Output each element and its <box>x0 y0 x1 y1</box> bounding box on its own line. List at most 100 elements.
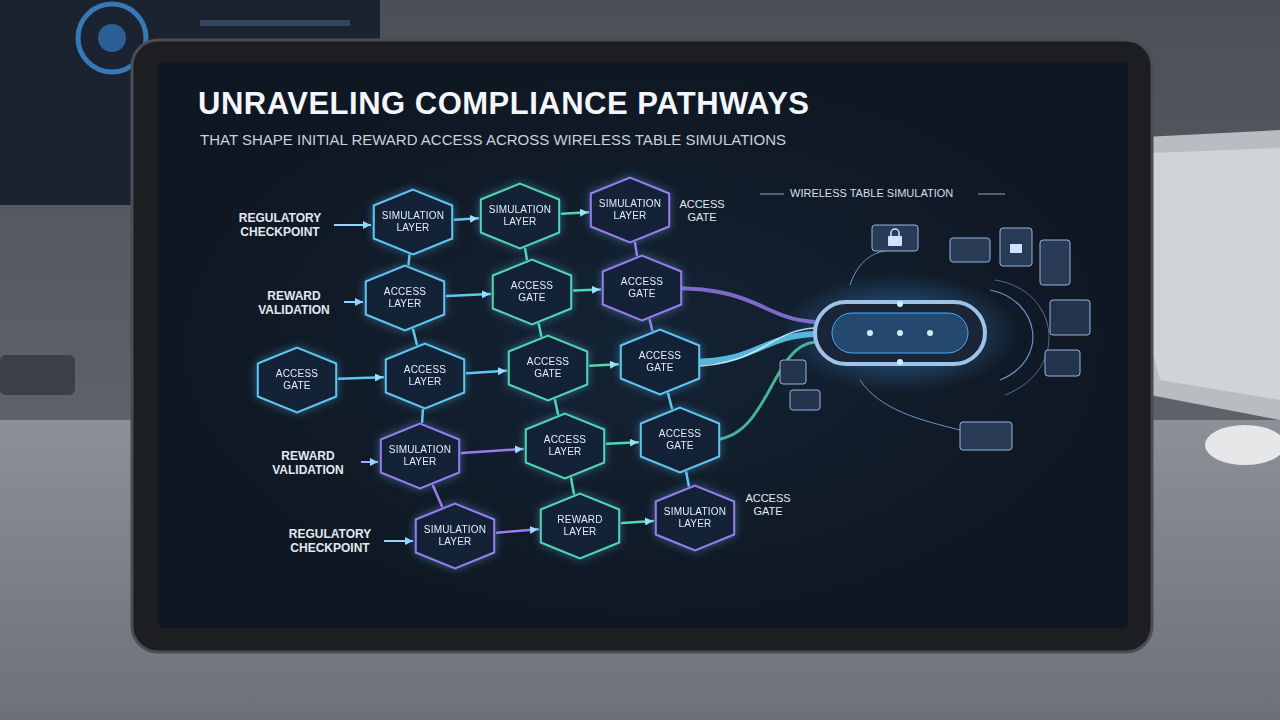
connector <box>622 521 653 523</box>
hexagon-shape <box>381 424 459 489</box>
node-text-block: ACCESS LAYER <box>372 286 438 310</box>
node-text-block: ACCESS GATE <box>264 368 330 392</box>
node-text-block: SIMULATION LAYER <box>487 204 553 228</box>
connector <box>668 394 672 408</box>
input-arrow <box>334 224 371 226</box>
lock-icon <box>888 236 902 246</box>
table-felt <box>832 313 968 353</box>
connector <box>650 320 652 330</box>
ui-panel <box>960 422 1012 450</box>
hexagon-shape <box>591 178 669 243</box>
hexagon-shape <box>603 256 681 321</box>
hexagon-shape <box>416 504 494 569</box>
hexagon-node: REWARD LAYER <box>540 493 620 559</box>
node-label: SIMULATION LAYER <box>597 198 663 222</box>
hexagon-node: ACCESS GATE <box>257 347 337 413</box>
node-text-block: ACCESS GATE <box>499 280 565 304</box>
connector <box>539 324 541 335</box>
hexagon-node: ACCESS LAYER <box>365 265 445 331</box>
input-label: REGULATORY CHECKPOINT <box>230 211 330 240</box>
input-arrow <box>344 301 363 303</box>
connector <box>339 377 383 378</box>
hexagon-shape <box>366 266 444 331</box>
hexagon-shape <box>374 190 452 255</box>
node-text-block: ACCESS GATE <box>609 276 675 300</box>
hexagon-shape <box>656 486 734 551</box>
hexagon-node: ACCESS GATE <box>492 259 572 325</box>
hexagon-node: ACCESS GATE <box>620 329 700 395</box>
table-dot <box>867 330 873 336</box>
table-dot <box>897 301 903 307</box>
node-label: ACCESS GATE <box>627 350 693 374</box>
hexagon-node: SIMULATION LAYER <box>590 177 670 243</box>
circuit-line <box>995 280 1049 395</box>
node-label: REWARD LAYER <box>547 514 613 538</box>
node-text-block: ACCESS GATE <box>515 356 581 380</box>
node-label: SIMULATION LAYER <box>387 444 453 468</box>
connector <box>497 529 538 532</box>
node-label: SIMULATION LAYER <box>422 524 488 548</box>
node-label: ACCESS LAYER <box>372 286 438 310</box>
node-label: ACCESS GATE <box>609 276 675 300</box>
input-label-box: REGULATORY CHECKPOINT <box>230 211 330 240</box>
connector <box>525 249 527 259</box>
node-label: ACCESS LAYER <box>392 364 458 388</box>
title-box: UNRAVELING COMPLIANCE PATHWAYS <box>198 86 998 122</box>
node-text-block: SIMULATION LAYER <box>422 524 488 548</box>
tablet-screen <box>158 62 1128 628</box>
ui-panel <box>1050 300 1090 335</box>
input-label-box: REGULATORY CHECKPOINT <box>280 527 380 556</box>
tablet-body <box>132 40 1152 652</box>
node-label: ACCESS GATE <box>499 280 565 304</box>
connector <box>433 486 442 506</box>
input-label-box: REWARD VALIDATION <box>246 289 342 318</box>
circuit-line <box>990 290 1033 380</box>
input-label: REWARD VALIDATION <box>246 289 342 318</box>
node-text-block: SIMULATION LAYER <box>597 198 663 222</box>
hexagon-shape <box>641 408 719 473</box>
connector <box>555 400 558 414</box>
connector <box>635 243 637 255</box>
input-label: REGULATORY CHECKPOINT <box>280 527 380 556</box>
connector <box>407 256 410 265</box>
hexagon-node: ACCESS LAYER <box>385 343 465 409</box>
node-label: SIMULATION LAYER <box>487 204 553 228</box>
hexagon-shape <box>526 414 604 479</box>
subtitle: THAT SHAPE INITIAL REWARD ACCESS ACROSS … <box>200 131 920 149</box>
ui-panel <box>790 390 820 410</box>
node-label: SIMULATION LAYER <box>380 210 446 234</box>
connector <box>574 288 600 291</box>
ui-panel <box>780 360 806 384</box>
circuit-line <box>860 380 960 430</box>
side-label-box: ACCESS GATE <box>742 492 794 518</box>
node-label: ACCESS LAYER <box>532 434 598 458</box>
connector <box>447 294 490 296</box>
connector <box>455 218 478 219</box>
table-glow <box>780 273 1020 393</box>
table-dot <box>897 359 903 365</box>
hexagon-node: ACCESS GATE <box>508 335 588 401</box>
node-label: ACCESS GATE <box>264 368 330 392</box>
hexagon-shape <box>541 494 619 559</box>
hexagon-node: SIMULATION LAYER <box>415 503 495 569</box>
connector <box>467 371 506 374</box>
mouse <box>1205 425 1280 465</box>
hexagon-node: ACCESS GATE <box>602 255 682 321</box>
circuit-line <box>850 250 895 285</box>
hexagon-node: SIMULATION LAYER <box>655 485 735 551</box>
connector <box>686 473 688 486</box>
section-label-box: WIRELESS TABLE SIMULATION <box>790 187 975 200</box>
hexagon-shape <box>621 330 699 395</box>
input-arrow <box>384 540 413 542</box>
monitor-bar <box>200 20 350 26</box>
node-label: ACCESS GATE <box>515 356 581 380</box>
input-label: REWARD VALIDATION <box>258 449 358 478</box>
side-label: ACCESS GATE <box>676 198 728 224</box>
side-label: ACCESS GATE <box>742 492 794 518</box>
node-label: ACCESS GATE <box>647 428 713 452</box>
input-arrow <box>361 461 378 463</box>
connector <box>607 442 638 444</box>
screen-glow <box>158 62 1128 628</box>
